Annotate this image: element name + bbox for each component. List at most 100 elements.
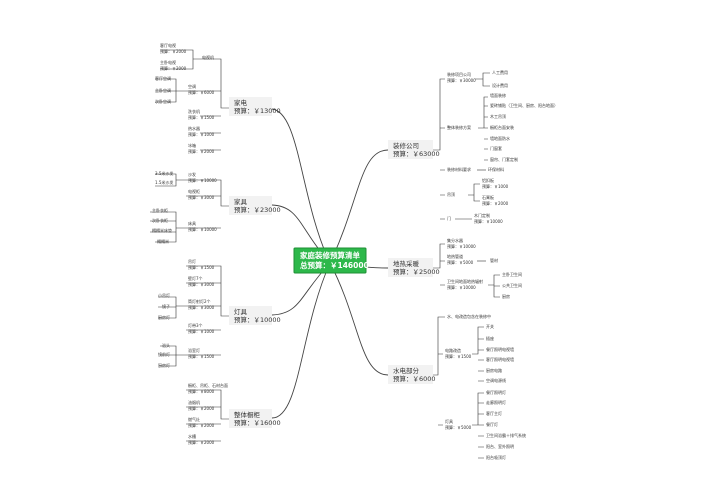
tv-master: 主卧电视 — [160, 59, 176, 65]
water-budget: 预算：￥6000 — [393, 374, 436, 383]
branch-whole[interactable]: 整体橱柜 预算：￥16000 — [229, 409, 281, 428]
sink-label: 水槽 — [188, 433, 196, 439]
washer-budget: 预算：￥1500 — [188, 114, 215, 120]
plan-1: 墙面装修 — [490, 92, 506, 98]
root-title: 家庭装修预算清单 — [300, 250, 360, 260]
water-label: 水电部分 — [393, 366, 420, 375]
fee-design: 设计费用 — [492, 82, 508, 88]
bath-mirror: 镜前灯 — [158, 351, 170, 357]
branch-appliance[interactable]: 家电 预算：￥13000 — [229, 97, 281, 116]
lighting-children: 吊灯 预算：￥1500 壁灯7个 预算：￥3000 小吊灯 镜子 厨房灯 筒灯射… — [158, 258, 229, 368]
plan-3: 木工吊顶 — [490, 113, 506, 119]
req-value: 环保材料 — [488, 166, 504, 172]
bed-head: 榻榻米 — [157, 238, 169, 244]
fridge-budget: 预算：￥2000 — [188, 148, 215, 154]
appliance-children: 电视机 客厅电视 预算：￥2000 主卧电视 预算：￥2000 客厅空调 主卧空… — [155, 42, 229, 154]
bath-kitchen: 厨房灯 — [158, 362, 170, 368]
wlight-3: 客厅主灯 — [486, 410, 502, 416]
whole-budget: 预算：￥16000 — [234, 418, 281, 427]
cabinet-label: 橱柜、吊柜、石材台面 — [188, 382, 228, 388]
bed-second: 次卧衣柜 — [152, 217, 168, 223]
tv-cabinet-budget: 预算：￥3000 — [188, 194, 215, 200]
branch-lighting[interactable]: 灯具 预算：￥10000 — [229, 306, 281, 325]
elec-budget: 预算：￥1500 — [445, 353, 472, 359]
room-3: 厨房 — [502, 293, 510, 299]
wall-label: 壁灯7个 — [188, 275, 203, 281]
plan-7: 窗帘、门套定制 — [490, 156, 518, 162]
pipe-value: 管材 — [490, 257, 498, 263]
build-label: 吊顶 — [447, 192, 455, 197]
tv-master-budget: 预算：￥2000 — [160, 65, 187, 71]
branch-water[interactable]: 水电部分 预算：￥6000 — [388, 365, 436, 384]
furniture-budget: 预算：￥23000 — [234, 205, 281, 214]
wlight-5: 卫生间浴霸＋排气系统 — [486, 432, 526, 438]
wlight-7: 阳台吸顶灯 — [486, 454, 506, 460]
ac-living: 客厅空调 — [155, 75, 171, 81]
plan-6: 门窗套 — [490, 145, 502, 151]
floor-label: 地热采暖 — [393, 259, 420, 268]
sofa-budget: 预算：￥10000 — [188, 177, 217, 183]
floor-budget: 预算：￥25000 — [393, 267, 440, 276]
wlight-4: 餐厅灯 — [486, 421, 498, 427]
sofa-3: 3.5米沙发 — [155, 170, 173, 176]
appliance-label: 家电 — [234, 98, 248, 107]
door-item: 木门定制 — [474, 212, 490, 218]
build-1: 铝扣板 — [482, 177, 494, 183]
strip-budget: 预算：￥1000 — [188, 328, 215, 334]
elec-1: 开关 — [486, 323, 494, 329]
elec-4: 客厅照明电视墙 — [486, 356, 514, 362]
pipe-label: 地热管道 — [447, 253, 463, 259]
wlight-2: 走廊照明灯 — [486, 399, 506, 405]
water-children: 水、电改造包含在装修中 电路改造 预算：￥1500 开关 插座 餐厅照明电视墙 … — [433, 313, 526, 460]
bath-label: 浴室灯 — [188, 347, 200, 353]
lighting-budget: 预算：￥10000 — [234, 315, 281, 324]
decor-budget: 预算：￥63000 — [393, 149, 440, 158]
elec-6: 空调电源线 — [486, 377, 506, 383]
tv-label: 电视机 — [202, 54, 214, 60]
spot-kitchen: 厨房灯 — [158, 314, 170, 320]
hood-budget: 预算：￥2000 — [188, 405, 215, 411]
heat-label: 集分水器 — [447, 237, 463, 243]
spot-label: 筒灯射灯2个 — [188, 298, 211, 304]
sofa-1: 1.5米沙发 — [155, 179, 173, 185]
room-1: 主卧卫生间 — [502, 271, 522, 277]
bed-master: 主卧衣柜 — [152, 207, 168, 213]
wlight-1: 餐厅照明灯 — [486, 389, 506, 395]
fee-budget: 预算：￥30000 — [447, 77, 476, 83]
build-2: 石膏板 — [482, 194, 494, 200]
elec-2: 插座 — [486, 335, 494, 341]
req-label: 装修材料要求 — [447, 166, 471, 172]
room-2: 公共卫生间 — [502, 282, 522, 288]
spot-ent: 镜子 — [162, 303, 170, 309]
spot-small: 小吊灯 — [158, 292, 170, 298]
tv-cabinet-label: 电视柜 — [188, 188, 200, 194]
branch-floor[interactable]: 地热采暖 预算：￥25000 — [388, 258, 440, 277]
whole-label: 整体橱柜 — [234, 410, 261, 419]
floor-children: 集分水器 预算：￥10000 地热管道 预算：￥5000 管材 卫生间地面地热辐… — [433, 237, 522, 299]
bath-head: 浴头 — [162, 342, 170, 348]
sink-budget: 预算：￥2000 — [188, 439, 215, 445]
plan-label: 整体装修方案 — [447, 124, 471, 130]
plan-2: 瓷砖铺贴（卫生间、厨房、阳台地面） — [490, 102, 558, 108]
fee-labor: 人工费用 — [492, 69, 508, 75]
door-budget: 预算：￥10000 — [474, 218, 503, 224]
water-note: 水、电改造包含在装修中 — [447, 313, 491, 319]
strip-label: 灯带3个 — [188, 322, 203, 328]
tv-living: 客厅电视 — [160, 42, 176, 48]
decor-label: 装修公司 — [393, 141, 419, 150]
branch-furniture[interactable]: 家具 预算：￥23000 — [229, 196, 281, 215]
branch-decor[interactable]: 装修公司 预算：￥63000 — [388, 140, 440, 159]
bed-budget: 预算：￥10000 — [188, 226, 217, 232]
root-node[interactable]: 家庭装修预算清单 总预算：￥146000 — [293, 247, 369, 274]
washer-label: 洗衣机 — [188, 108, 200, 114]
root-total: 总预算：￥146000 — [300, 260, 369, 270]
whole-children: 橱柜、吊柜、石材台面 预算：￥8000 油烟机 预算：￥2000 燃气灶 预算：… — [186, 382, 229, 445]
heater-label: 热水器 — [188, 125, 200, 131]
furniture-label: 家具 — [234, 197, 248, 206]
stove-budget: 预算：￥2000 — [188, 422, 215, 428]
stove-label: 燃气灶 — [188, 416, 200, 422]
elec-5: 厨房电路 — [486, 367, 502, 373]
appliance-budget: 预算：￥13000 — [234, 106, 281, 115]
elec-label: 电路改造 — [445, 347, 461, 353]
